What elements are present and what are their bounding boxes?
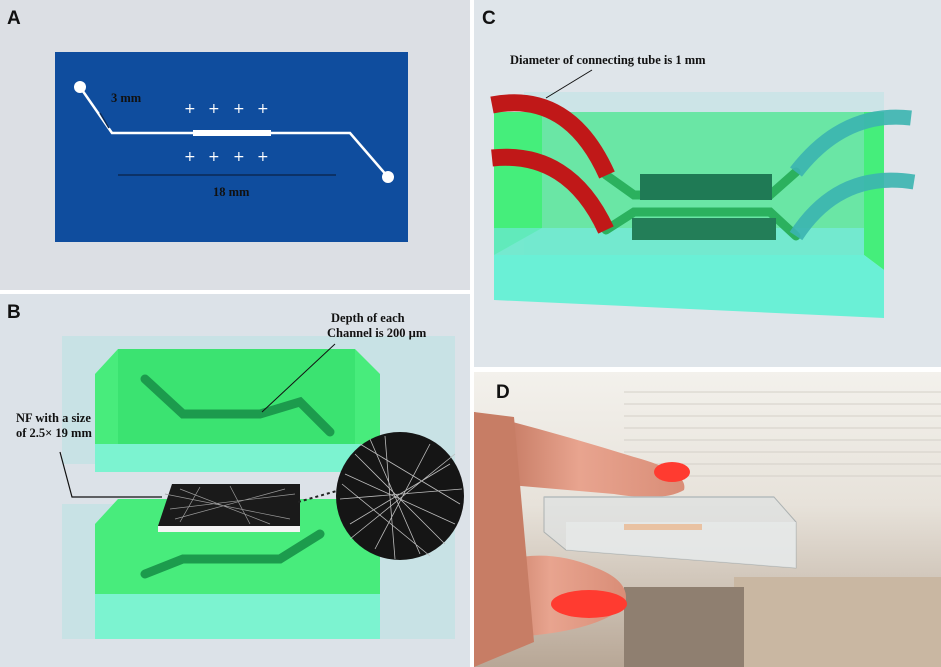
panel-b-label: B <box>7 302 21 323</box>
depth-leader-line <box>261 343 336 413</box>
channel-depth-label-line1: Depth of each <box>331 311 405 325</box>
nail-polish-thumb <box>551 590 627 618</box>
nf-size-label-line2: of 2.5× 19 mm <box>16 426 92 440</box>
inlet-tube-lower <box>491 148 614 234</box>
channel-length-label: 18 mm <box>213 185 250 199</box>
nf-leader-line <box>59 451 162 498</box>
panel-b: B Depth of each Channel is 200 µm NF wit… <box>0 294 470 667</box>
index-finger <box>474 412 685 498</box>
background-box-dark <box>624 587 744 667</box>
panel-c-label: C <box>482 8 496 29</box>
background-box <box>734 577 941 667</box>
panel-d-label: D <box>496 382 510 403</box>
svg-text:+: + <box>257 149 269 165</box>
svg-text:+: + <box>208 101 220 117</box>
tube-diameter-label: Diameter of connecting tube is 1 mm <box>510 53 706 67</box>
svg-text:+: + <box>233 101 245 117</box>
bottom-layer-channel <box>140 529 325 579</box>
svg-text:+: + <box>184 149 196 165</box>
outlet-tube-upper <box>790 109 912 177</box>
inlet-port <box>74 81 86 93</box>
nf-size-label-line1: NF with a size <box>16 411 91 425</box>
panel-a: + + + + + + + + A 3 mm 18 mm <box>0 0 470 290</box>
nanofiber-membrane-lower <box>632 218 776 240</box>
panel-c: C Diameter of connecting tube is 1 mm <box>474 0 941 367</box>
panel-a-label: A <box>7 8 21 29</box>
culture-chamber <box>193 130 271 136</box>
width-marker-line <box>99 112 110 129</box>
svg-text:+: + <box>208 149 220 165</box>
tube-leader-line <box>545 69 593 99</box>
chip-membrane-strip <box>624 524 702 530</box>
alignment-marks: + + + + + + + + <box>184 101 269 165</box>
inlet-tube-upper <box>490 94 615 179</box>
lower-channel <box>601 207 801 241</box>
svg-text:+: + <box>233 149 245 165</box>
top-layer-channel <box>140 374 335 437</box>
channel-depth-label-line2: Channel is 200 µm <box>327 326 427 340</box>
chip-layout-rectangle <box>55 52 408 242</box>
nanofiber-membrane <box>640 174 772 200</box>
hand-palm <box>474 412 534 667</box>
top-pdms-layer <box>62 336 455 472</box>
outlet-tube-lower <box>789 172 916 241</box>
svg-text:+: + <box>257 101 269 117</box>
svg-text:+: + <box>184 101 196 117</box>
panel-d: D <box>474 372 941 667</box>
nail-polish-index <box>654 462 690 482</box>
nanofiber-magnified-view <box>297 432 464 560</box>
nanofiber-membrane <box>158 484 300 532</box>
channel-width-label: 3 mm <box>111 91 142 105</box>
outlet-port <box>382 171 394 183</box>
microfluidic-chip-device <box>543 496 797 569</box>
window-blinds <box>624 391 941 477</box>
